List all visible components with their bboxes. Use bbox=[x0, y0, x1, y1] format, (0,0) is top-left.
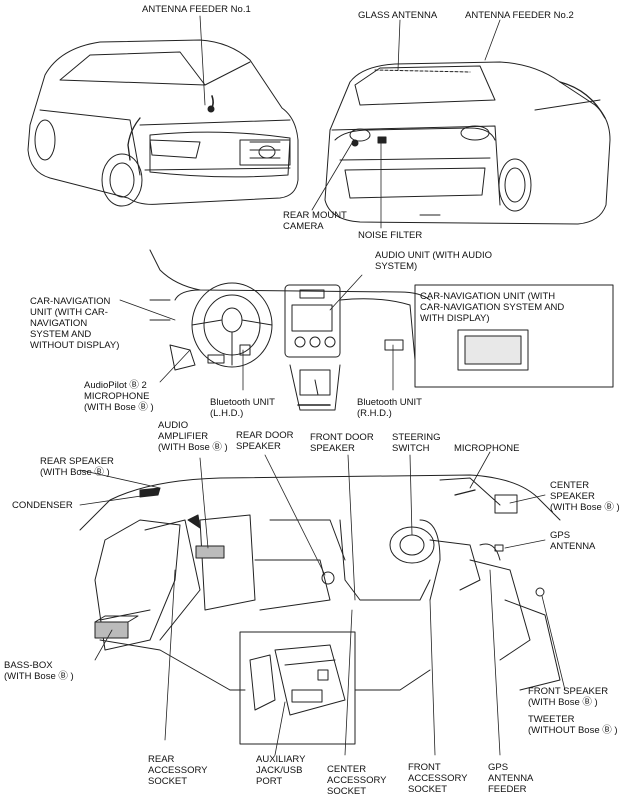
label-glass-antenna: GLASS ANTENNA bbox=[358, 10, 438, 21]
label-antenna-feeder-2: ANTENNA FEEDER No.2 bbox=[465, 10, 574, 21]
front-vehicle-drawing bbox=[27, 39, 299, 207]
label-front-speaker: FRONT SPEAKER(WITH Bose Ⓑ ) bbox=[528, 686, 609, 708]
label-rear-speaker: REAR SPEAKER(WITH Bose Ⓑ ) bbox=[40, 456, 114, 478]
rear-vehicle-drawing bbox=[324, 61, 611, 225]
label-tweeter: TWEETER(WITHOUT Bose Ⓑ ) bbox=[528, 714, 618, 736]
label-bluetooth-unit-lhd: Bluetooth UNIT(L.H.D.) bbox=[210, 397, 275, 419]
label-condenser: CONDENSER bbox=[12, 500, 73, 511]
interior-drawing bbox=[79, 474, 561, 745]
leader-lines bbox=[79, 15, 566, 756]
dashboard-drawing bbox=[149, 249, 431, 411]
label-microphone: MICROPHONE bbox=[454, 443, 520, 454]
label-antenna-feeder-1: ANTENNA FEEDER No.1 bbox=[142, 4, 251, 15]
car-nav-inset bbox=[414, 284, 614, 388]
label-noise-filter: NOISE FILTER bbox=[358, 230, 423, 241]
label-bluetooth-unit-rhd: Bluetooth UNIT(R.H.D.) bbox=[357, 397, 422, 419]
label-bass-box: BASS-BOX(WITH Bose Ⓑ ) bbox=[4, 660, 74, 682]
